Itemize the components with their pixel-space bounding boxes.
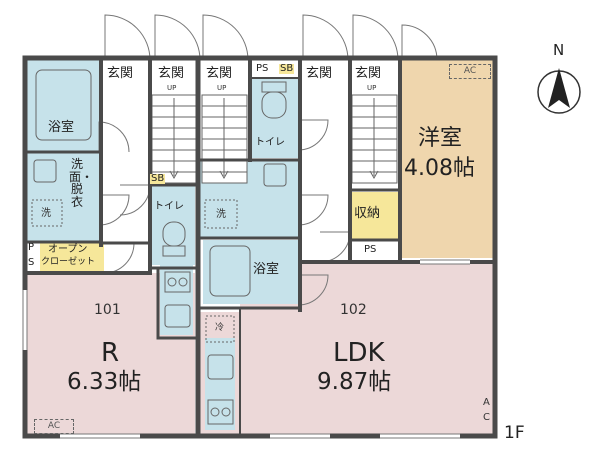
- western-room-size: 4.08帖: [404, 156, 475, 181]
- burner-101b: [178, 277, 188, 287]
- washbasin-101: [33, 159, 57, 183]
- window-lines: [22, 259, 470, 439]
- unit-102-room-size: 9.87帖: [317, 369, 392, 395]
- ps-label-top: PS: [256, 63, 269, 74]
- washroom-label-101: 洗面・脱衣: [69, 157, 94, 209]
- unit-101-room-code: R: [101, 338, 120, 368]
- door-swing-toilet102: [297, 119, 329, 151]
- unit-101-number: 101: [94, 302, 121, 318]
- ps-vertical-p: P: [28, 242, 35, 253]
- door-swing-bath101: [98, 121, 130, 153]
- walls: [22, 55, 498, 439]
- sink-102: [207, 354, 234, 380]
- stair-2: [201, 94, 248, 184]
- western-room-label: 洋室: [418, 126, 463, 151]
- stair-up-label-1: UP: [167, 84, 177, 92]
- ac-tag-101: AC: [34, 419, 74, 434]
- door-swing-4: [302, 14, 349, 61]
- washer-space-102: [204, 199, 238, 229]
- fridge-space-102: [205, 315, 235, 343]
- door-swing-5: [352, 14, 399, 61]
- compass-needle-icon: [548, 68, 570, 108]
- burner-102b: [221, 407, 231, 417]
- door-swing-bath102: [297, 274, 329, 306]
- ac-vertical-a: A: [483, 397, 490, 408]
- unit-102-room-code: LDK: [333, 338, 385, 368]
- stair-3: [351, 94, 398, 184]
- washroom-101-fill: [27, 152, 99, 242]
- open-closet-label-2: クローゼット: [41, 257, 96, 267]
- toilet-101-fill: [150, 185, 195, 265]
- sink-101: [164, 304, 191, 328]
- door-swing-ldk: [319, 231, 351, 263]
- western-room-fill: [401, 60, 493, 258]
- entrance-label-4: 玄関: [306, 66, 333, 81]
- bath-label-102: 浴室: [253, 262, 280, 277]
- burner-102a: [210, 407, 220, 417]
- sb-label-mid: SB: [150, 173, 166, 184]
- door-swing-101-room: [103, 242, 135, 274]
- sb-label-top: SB: [279, 63, 295, 74]
- washer-label-102: 洗: [216, 209, 226, 220]
- toilet-label-101: トイレ: [154, 201, 184, 212]
- ac-vertical-c: C: [483, 412, 490, 423]
- stair-up-label-3: UP: [367, 84, 377, 92]
- floor-label: 1F: [504, 423, 525, 443]
- windows: [23, 260, 470, 438]
- door-swing-1: [104, 14, 151, 61]
- toilet-101-tank: [162, 245, 186, 257]
- entrance-label-1: 玄関: [107, 66, 134, 81]
- door-swing-wash102: [297, 194, 329, 226]
- compass-letter: N: [553, 41, 565, 59]
- toilet-label-102: トイレ: [255, 137, 285, 148]
- door-swing-2: [154, 14, 201, 61]
- unit-101-room-size: 6.33帖: [67, 369, 142, 395]
- entrance-label-3: 玄関: [206, 66, 233, 81]
- stove-102: [207, 399, 234, 425]
- door-swing-6: [401, 24, 438, 61]
- stairs: [151, 94, 398, 184]
- stair-1: [151, 94, 198, 184]
- fixtures: [31, 69, 287, 425]
- ac-tag-western: AC: [449, 64, 491, 79]
- bath-label-101: 浴室: [48, 120, 75, 135]
- open-closet-fill: [40, 243, 104, 273]
- stove-101: [164, 271, 191, 293]
- outer-wall: [22, 55, 498, 439]
- door-swing-3: [202, 14, 249, 61]
- bath-101-fill: [27, 60, 99, 152]
- entrance-label-2: 玄関: [158, 66, 185, 81]
- open-closet-label-1: オープン: [48, 244, 88, 255]
- burner-101a: [167, 277, 177, 287]
- bathtub-102: [209, 245, 251, 297]
- toilet-102-tank: [261, 81, 287, 93]
- unit-102-number: 102: [340, 302, 367, 318]
- storage-label: 収納: [354, 206, 381, 221]
- washbasin-102: [263, 163, 287, 187]
- bathtub-101: [35, 69, 92, 141]
- washer-label-101: 洗: [41, 208, 51, 219]
- ps-label-right: PS: [364, 244, 377, 255]
- room-fills: [27, 60, 493, 434]
- entrance-label-5: 玄関: [355, 66, 382, 81]
- fridge-label-102: 冷: [215, 323, 225, 333]
- compass: [537, 68, 581, 114]
- stair-up-label-2: UP: [217, 84, 227, 92]
- door-swing-wash101: [98, 194, 130, 226]
- kitchen-102-fill: [205, 338, 235, 430]
- ps-vertical-s: S: [28, 257, 35, 268]
- storage-fill: [352, 192, 399, 240]
